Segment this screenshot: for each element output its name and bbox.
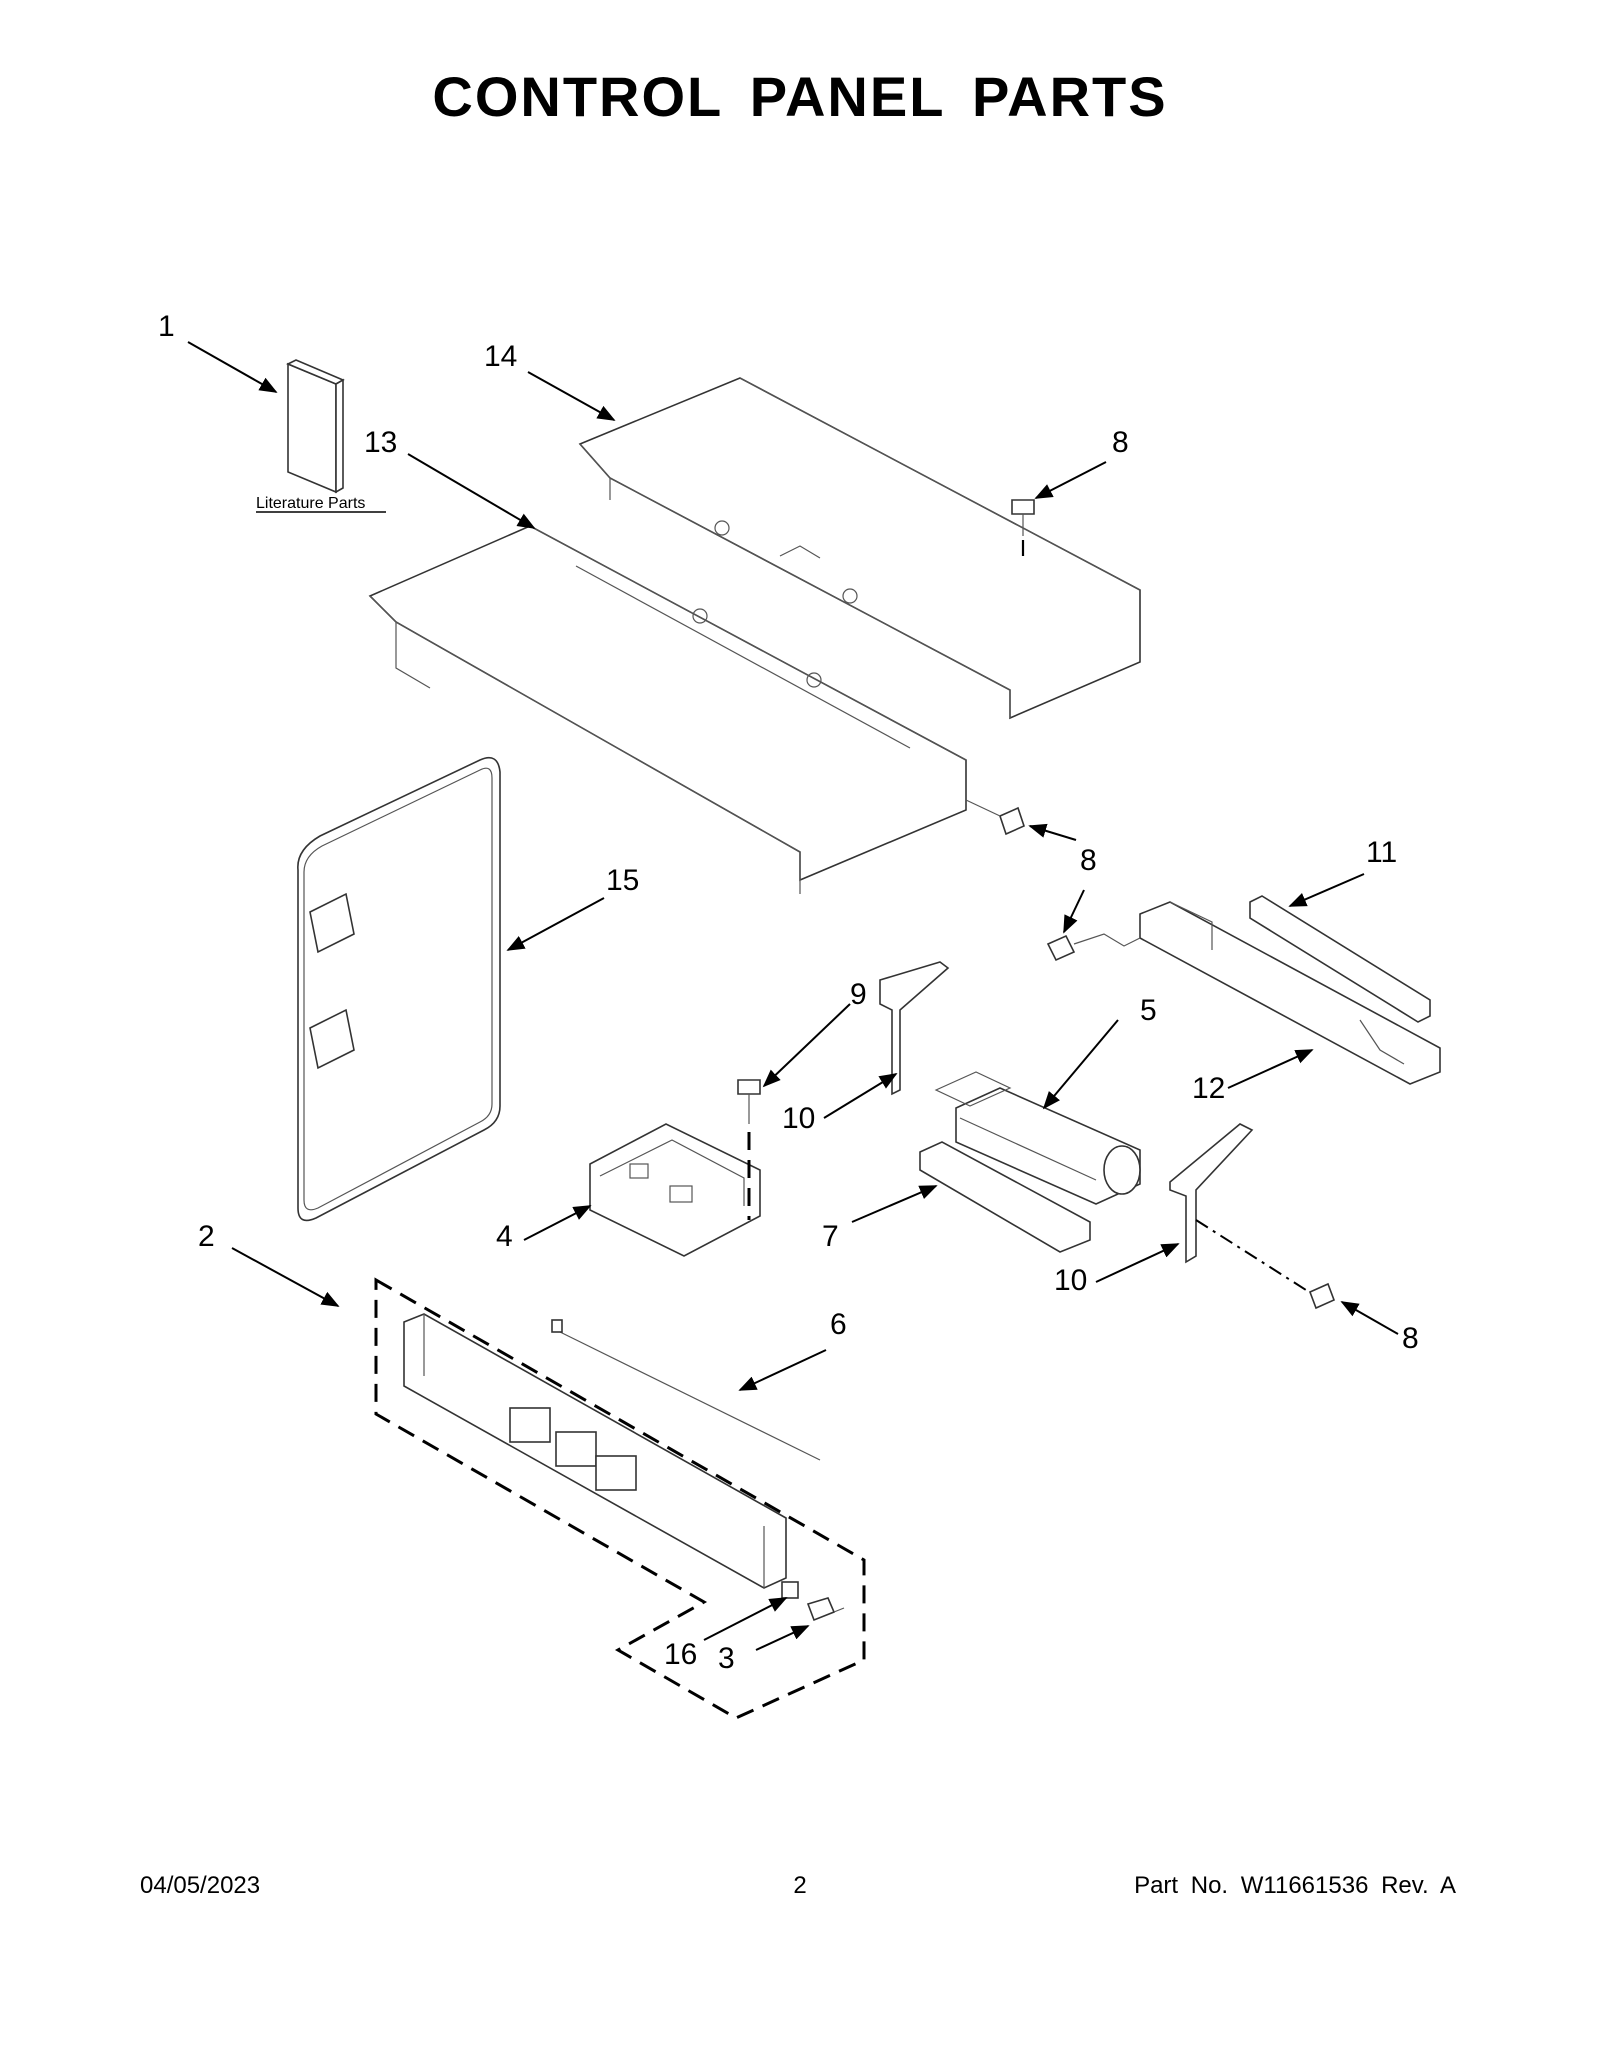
callout-2: 2	[198, 1220, 215, 1253]
callout-14: 14	[484, 340, 517, 373]
part-13-lower-panel	[368, 525, 967, 894]
literature-parts-label: Literature Parts	[256, 495, 365, 512]
callout-7: 7	[822, 1220, 839, 1253]
footer-page-number: 2	[793, 1872, 807, 1899]
part-6-wire	[551, 1319, 821, 1461]
callout-1: 1	[158, 310, 175, 343]
part-8-screw-mid	[965, 799, 1025, 836]
part-11-strip	[1249, 895, 1431, 1023]
callout-5: 5	[1140, 994, 1157, 1027]
callout-10-upper: 10	[782, 1102, 815, 1135]
callout-6: 6	[830, 1308, 847, 1341]
part-14-upper-panel	[578, 377, 1141, 720]
part-10-bracket-upper	[879, 961, 950, 1096]
callout-11: 11	[1366, 836, 1397, 869]
footer-part-number: Part No. W11661536 Rev. A	[1134, 1872, 1456, 1899]
part-15-rear-panel	[297, 756, 501, 1222]
part-16-clip	[781, 1581, 799, 1599]
page-title: CONTROL PANEL PARTS	[432, 65, 1168, 128]
callout-3: 3	[718, 1642, 735, 1675]
part-8-screw-lower	[1195, 1219, 1336, 1310]
part-9-screw	[737, 1079, 761, 1220]
part-7-deflector	[919, 1141, 1091, 1253]
callout-15: 15	[606, 864, 639, 897]
part-2-control-console	[374, 1277, 866, 1720]
part-5-blower	[934, 1071, 1141, 1205]
callout-10-lower: 10	[1054, 1264, 1087, 1297]
part-10-bracket-lower	[1169, 1123, 1254, 1264]
callout-8-mid: 8	[1080, 844, 1097, 877]
part-4-control-board	[589, 1123, 761, 1257]
part-8-screw-top	[1011, 499, 1035, 556]
part-8-screw-bracket	[1046, 933, 1141, 962]
literature-parts-booklet: Literature Parts	[256, 359, 386, 513]
callout-8-lower: 8	[1402, 1322, 1419, 1355]
callout-13: 13	[364, 426, 397, 459]
callout-9: 9	[850, 978, 867, 1011]
part-3-screw	[806, 1597, 845, 1622]
footer-date: 04/05/2023	[140, 1872, 261, 1899]
callout-16: 16	[664, 1638, 697, 1671]
callout-12: 12	[1192, 1072, 1225, 1105]
callout-4: 4	[496, 1220, 513, 1253]
callout-8-top: 8	[1112, 426, 1129, 459]
